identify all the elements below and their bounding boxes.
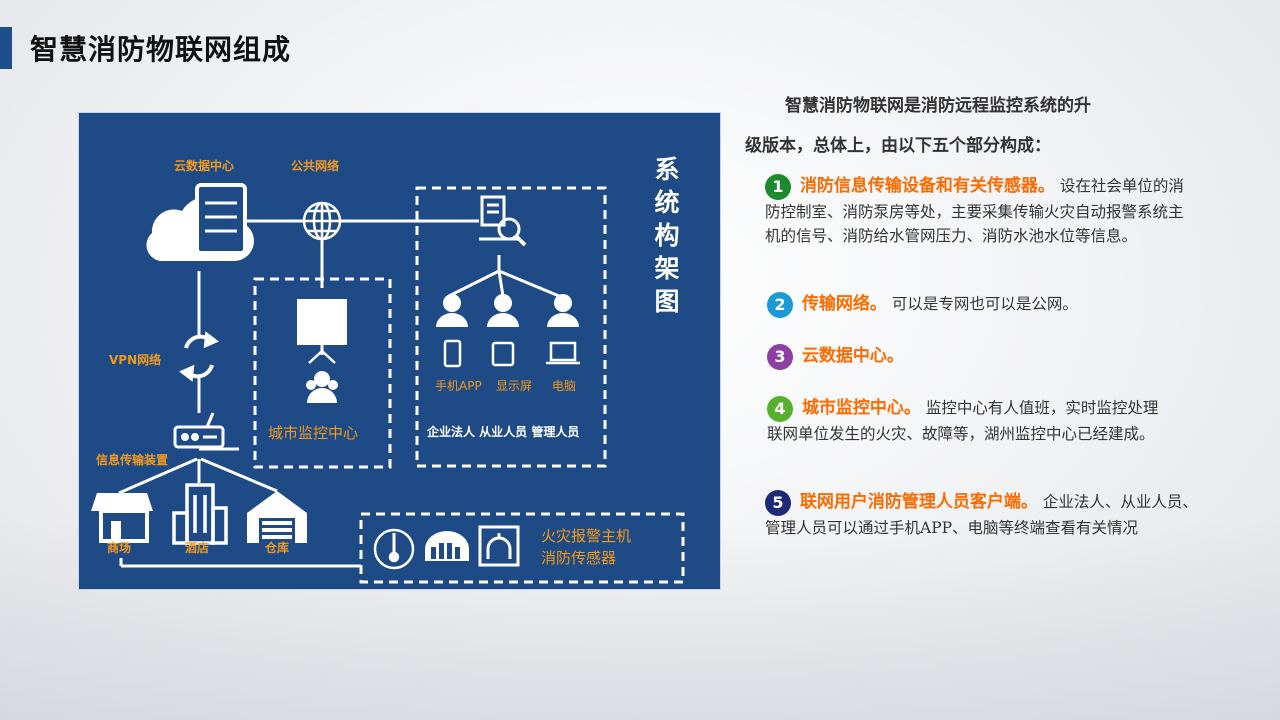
thermometer-icon <box>373 528 415 570</box>
item-3-heading: 云数据中心。 <box>801 346 904 366</box>
item-1-body: 设在社会单位的消防控制室、消防泵房等处，主要采集传输火灾自动报警系统主机的信号、… <box>765 177 1184 245</box>
router-icon <box>173 412 225 449</box>
cloud-server-icon <box>146 183 254 262</box>
item-5: 5 联网用户消防管理人员客户端。 企业法人、从业人员、管理人员可以通过手机APP… <box>765 490 1210 540</box>
vpn-label: VPN网络 <box>109 353 162 367</box>
sensor-icon <box>478 525 520 567</box>
mall-icon <box>91 493 153 543</box>
number-badge-3: 3 <box>767 344 793 370</box>
tablet-icon <box>491 341 515 367</box>
item-1: 1 消防信息传输设备和有关传感器。 设在社会单位的消防控制室、消防泵房等处，主要… <box>765 174 1195 248</box>
item-4-body: 监控中心有人值班，实时监控处理联网单位发生的火灾、故障等，湖州监控中心已经建成。 <box>767 399 1159 443</box>
intro-line-2: 级版本，总体上，由以下五个部分构成： <box>745 136 1051 156</box>
number-badge-4: 4 <box>767 396 793 422</box>
item-5-body: 企业法人、从业人员、管理人员可以通过手机APP、电脑等终端查看有关情况 <box>765 493 1198 537</box>
users-icon <box>436 294 579 327</box>
number-badge-1: 1 <box>765 174 791 200</box>
operators-icon <box>306 371 338 403</box>
number-badge-2: 2 <box>767 292 793 318</box>
item-4: 4 城市监控中心。 监控中心有人值班，实时监控处理联网单位发生的火灾、故障等，湖… <box>767 396 1167 446</box>
computer-label: 电脑 <box>552 379 577 393</box>
page-title: 智慧消防物联网组成 <box>30 33 292 66</box>
mall-label: 商场 <box>107 541 132 555</box>
warehouse-label: 仓库 <box>265 541 290 555</box>
alarm-label-2: 消防传感器 <box>541 549 617 567</box>
screen-label: 显示屏 <box>496 379 533 393</box>
number-badge-5: 5 <box>765 490 791 516</box>
intro-line-1: 智慧消防物联网是消防远程监控系统的升 <box>785 96 1091 116</box>
hotel-label: 酒店 <box>185 541 210 555</box>
users-box <box>415 186 607 468</box>
diagram-graphics <box>91 183 685 584</box>
connection-lines <box>118 219 560 568</box>
system-architecture-diagram: 云数据中心 公共网络 VPN网络 信息传输装置 商场 酒店 仓库 城市监控中心 … <box>78 112 721 590</box>
phone-icon <box>443 339 462 368</box>
sync-icon <box>179 331 219 382</box>
warehouse-icon <box>247 491 307 543</box>
item-2-heading: 传输网络。 <box>801 294 887 314</box>
item-3: 3 云数据中心。 <box>767 344 1197 370</box>
users-label: 企业法人 从业人员 管理人员 <box>427 425 580 439</box>
alarm-label-1: 火灾报警主机 <box>541 527 632 545</box>
public-network-label: 公共网络 <box>291 159 340 173</box>
hotel-icon <box>172 483 228 545</box>
info-device-label: 信息传输装置 <box>96 453 169 467</box>
intro-text: 智慧消防物联网是消防远程监控系统的升 级版本，总体上，由以下五个部分构成： <box>745 86 1185 166</box>
title-accent-bar <box>0 27 12 69</box>
city-center-label: 城市监控中心 <box>268 424 359 442</box>
item-2: 2 传输网络。 可以是专网也可以是公网。 <box>767 292 1197 318</box>
alarm-box <box>359 512 685 584</box>
item-1-heading: 消防信息传输设备和有关传感器。 <box>799 176 1055 196</box>
item-2-body: 可以是专网也可以是公网。 <box>891 295 1078 313</box>
phone-label: 手机APP <box>435 379 482 393</box>
diagram-vertical-title: 系统构架图 <box>654 155 680 316</box>
alarm-panel-icon <box>425 531 469 561</box>
presentation-screen-icon <box>297 299 347 364</box>
item-4-heading: 城市监控中心。 <box>801 398 921 418</box>
cloud-label: 云数据中心 <box>174 159 235 173</box>
laptop-icon <box>546 341 580 365</box>
monitor-search-icon <box>479 195 527 247</box>
item-5-heading: 联网用户消防管理人员客户端。 <box>799 492 1038 512</box>
globe-icon <box>302 201 342 241</box>
